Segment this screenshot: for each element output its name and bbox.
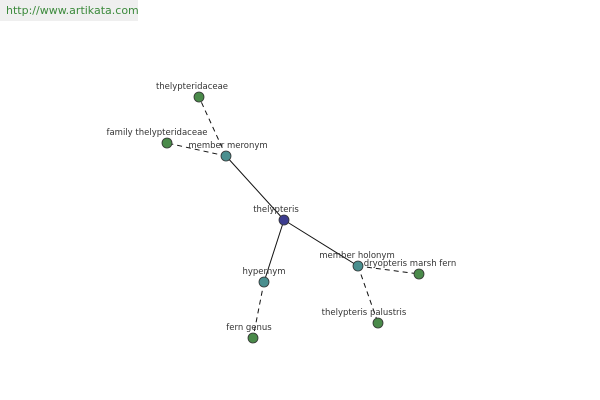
edge-hypernym-fern-genus	[252, 281, 265, 339]
label-dryopteris-marsh-fern: dryopteris marsh fern	[364, 259, 457, 269]
edge-member-holonym-dryopteris-marsh-fern	[357, 265, 420, 275]
edge-member-meronym-thelypteridaceae	[198, 96, 227, 157]
node-dryopteris-marsh-fern[interactable]	[413, 268, 425, 280]
label-thelypteris-palustris: thelypteris palustris	[322, 308, 407, 318]
edge-thelypteris-member-holonym	[283, 219, 359, 267]
node-hypernym[interactable]	[258, 276, 270, 288]
label-fern-genus: fern genus	[226, 323, 272, 333]
node-thelypteridaceae[interactable]	[193, 91, 205, 103]
node-fern-genus[interactable]	[247, 332, 259, 344]
node-member-holonym[interactable]	[352, 260, 364, 272]
node-member-meronym[interactable]	[220, 150, 232, 162]
label-family-thelypteridaceae: family thelypteridaceae	[106, 128, 207, 138]
site-url-link[interactable]: http://www.artikata.com	[6, 4, 139, 17]
node-thelypteris-palustris[interactable]	[372, 317, 384, 329]
label-member-meronym: member meronym	[188, 141, 267, 151]
edge-member-meronym-family-thelypteridaceae	[166, 142, 227, 157]
label-member-holonym: member holonym	[319, 251, 394, 261]
label-thelypteridaceae: thelypteridaceae	[156, 82, 228, 92]
label-hypernym: hypernym	[242, 267, 285, 277]
node-thelypteris[interactable]	[278, 214, 290, 226]
edge-thelypteris-member-meronym	[225, 155, 285, 221]
label-thelypteris: thelypteris	[253, 205, 299, 215]
url-banner: http://www.artikata.com	[0, 0, 139, 21]
edge-thelypteris-hypernym	[263, 219, 285, 283]
edge-member-holonym-thelypteris-palustris	[357, 265, 379, 324]
node-family-thelypteridaceae[interactable]	[161, 137, 173, 149]
